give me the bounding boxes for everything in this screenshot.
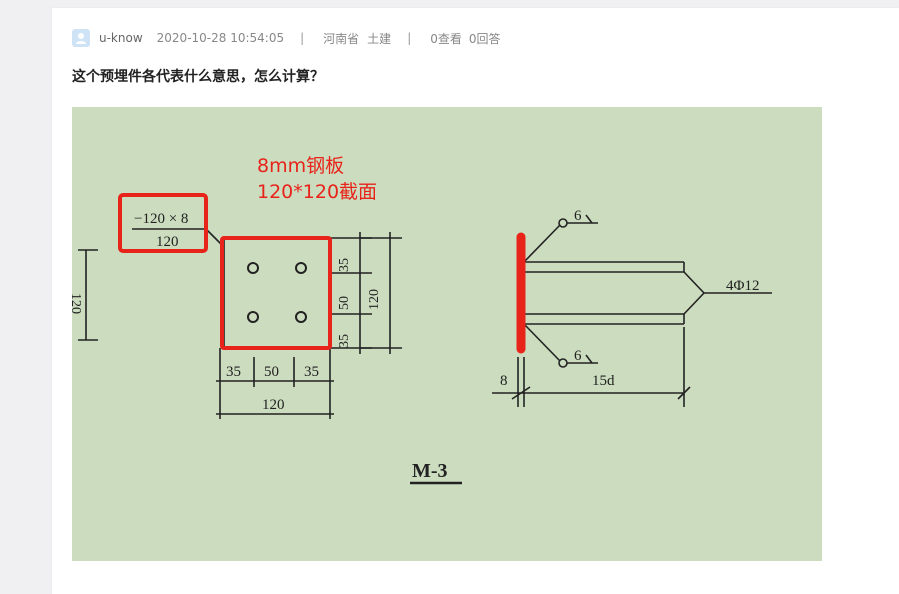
- embedded-part-drawing: −120 × 8 120 120 35 50 35 120 35 50 35 1…: [72, 107, 822, 561]
- drawing-title: M-3: [412, 460, 448, 482]
- dim-35-left: 35: [226, 364, 241, 380]
- annotation-steel-thickness: 8mm钢板: [257, 155, 345, 177]
- weld-size-top: 6: [574, 208, 582, 224]
- plate-width-label: 120: [156, 234, 179, 250]
- drawing-svg: −120 × 8 120 120 35 50 35 120 35 50 35 1…: [72, 193, 772, 485]
- category-tag[interactable]: 土建: [367, 31, 392, 46]
- view-count: 0查看: [430, 31, 462, 46]
- dim-50-middle: 50: [337, 296, 352, 310]
- rebar-spec-label: 4Φ12: [726, 278, 759, 294]
- plate-spec-label: −120 × 8: [134, 211, 188, 227]
- province-tag[interactable]: 河南省: [323, 31, 360, 46]
- user-avatar-icon[interactable]: [72, 29, 90, 47]
- dim-15d-anchorage: 15d: [592, 373, 615, 389]
- post-card: u-know 2020-10-28 10:54:05 | 河南省 土建 | 0查…: [52, 8, 899, 594]
- dim-35-bottom: 35: [337, 334, 352, 348]
- dim-8-thickness: 8: [500, 373, 508, 389]
- dim-120-right: 120: [367, 289, 382, 310]
- meta-separator: |: [407, 31, 412, 45]
- left-cut-dimension: 120: [72, 293, 83, 314]
- dim-50-center: 50: [264, 364, 279, 380]
- post-meta: u-know 2020-10-28 10:54:05 | 河南省 土建 | 0查…: [72, 28, 501, 48]
- annotation-section-size: 120*120截面: [257, 181, 378, 203]
- meta-separator: |: [300, 31, 305, 45]
- post-title[interactable]: 这个预埋件各代表什么意思，怎么计算？: [72, 69, 324, 85]
- post-timestamp: 2020-10-28 10:54:05: [156, 31, 285, 45]
- dim-120-bottom: 120: [262, 397, 285, 413]
- dim-35-top: 35: [337, 258, 352, 272]
- answer-count: 0回答: [468, 31, 501, 46]
- username-link[interactable]: u-know: [99, 31, 143, 45]
- dim-35-right: 35: [304, 364, 319, 380]
- weld-size-bottom: 6: [574, 348, 582, 364]
